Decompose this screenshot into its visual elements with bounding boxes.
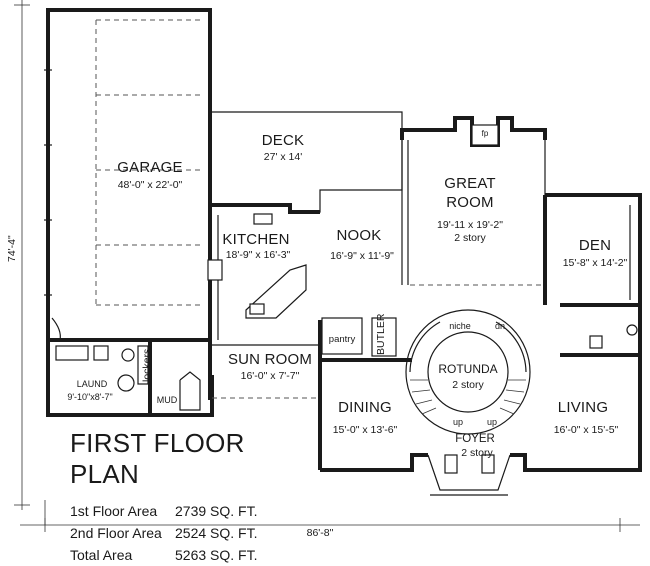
- plan-title: FIRST FLOOR PLAN: [70, 428, 245, 489]
- area-label: 1st Floor Area: [70, 503, 158, 519]
- foyer-label: FOYER: [455, 433, 495, 445]
- stair-up-right-label: up: [486, 417, 498, 427]
- garage-size: 48'-0" x 22'-0": [117, 179, 183, 191]
- den-size: 15'-8" x 14'-2": [562, 257, 628, 269]
- area-row-first-floor: 1st Floor Area 2739 SQ. FT.: [70, 500, 315, 522]
- living-size: 16'-0" x 15'-5": [553, 424, 619, 436]
- great-room-size: 19'-11 x 19'-2": [437, 219, 503, 231]
- pantry-label: pantry: [328, 334, 356, 345]
- kitchen-label: KITCHEN: [222, 231, 290, 248]
- dimension-lines: [14, 0, 640, 532]
- den-label: DEN: [578, 237, 612, 254]
- dining-label: DINING: [338, 399, 392, 416]
- great-room-note: 2 story: [454, 232, 486, 244]
- area-value: 2524 SQ. FT.: [175, 525, 258, 541]
- rotunda-label: ROTUNDA: [438, 362, 498, 376]
- area-value: 2739 SQ. FT.: [175, 503, 258, 519]
- nook-size: 16'-9" x 11'-9": [330, 250, 394, 262]
- garage-label: GARAGE: [117, 159, 183, 176]
- butler-label: BUTLER: [375, 313, 387, 355]
- pantry-butler-walls: [320, 317, 412, 362]
- nook-label: NOOK: [336, 227, 382, 244]
- deck-label: DECK: [261, 132, 305, 149]
- lockers-label: lockers: [141, 348, 153, 382]
- laundry-mud-walls: [46, 338, 214, 417]
- rotunda-stairs: [405, 309, 531, 435]
- area-row-total: Total Area 5263 SQ. FT.: [70, 544, 315, 566]
- fireplace-label: fp: [481, 129, 489, 138]
- laundry-label: LAUND: [76, 379, 108, 389]
- great-room-label-line1: GREAT: [444, 175, 496, 192]
- rotunda-note: 2 story: [452, 379, 484, 391]
- dining-size: 15'-0" x 13'-6": [332, 424, 398, 436]
- niche-label: niche: [449, 321, 471, 331]
- living-label: LIVING: [557, 399, 609, 416]
- area-value: 5263 SQ. FT.: [175, 547, 258, 563]
- deck-outline: [210, 111, 403, 213]
- sun-room-label: SUN ROOM: [227, 351, 313, 368]
- great-room-walls: [400, 116, 547, 286]
- mud-label: MUD: [156, 395, 178, 405]
- kitchen-size: 18'-9" x 16'-3": [225, 249, 291, 261]
- den-walls: [543, 193, 642, 357]
- overall-width-dimension: 86'-8": [306, 527, 334, 539]
- laundry-size: 9'-10"x8'-7": [67, 392, 113, 402]
- area-label: 2nd Floor Area: [70, 525, 162, 541]
- deck-size: 27' x 14': [263, 151, 303, 163]
- great-room-label-line2: ROOM: [446, 194, 494, 211]
- area-row-second-floor: 2nd Floor Area 2524 SQ. FT.: [70, 522, 315, 544]
- kitchen-walls: [207, 203, 322, 470]
- front-walls: [320, 355, 642, 496]
- sun-room-size: 16'-0" x 7'-7": [240, 370, 300, 382]
- stair-down-label: dn: [494, 321, 506, 331]
- title-block: FIRST FLOOR PLAN 1st Floor Area 2739 SQ.…: [70, 428, 315, 566]
- foyer-note: 2 story: [461, 447, 493, 459]
- area-label: Total Area: [70, 547, 133, 563]
- stair-up-left-label: up: [452, 417, 464, 427]
- overall-depth-dimension: 74'-4": [6, 235, 18, 262]
- floor-plan-drawing: [14, 0, 642, 532]
